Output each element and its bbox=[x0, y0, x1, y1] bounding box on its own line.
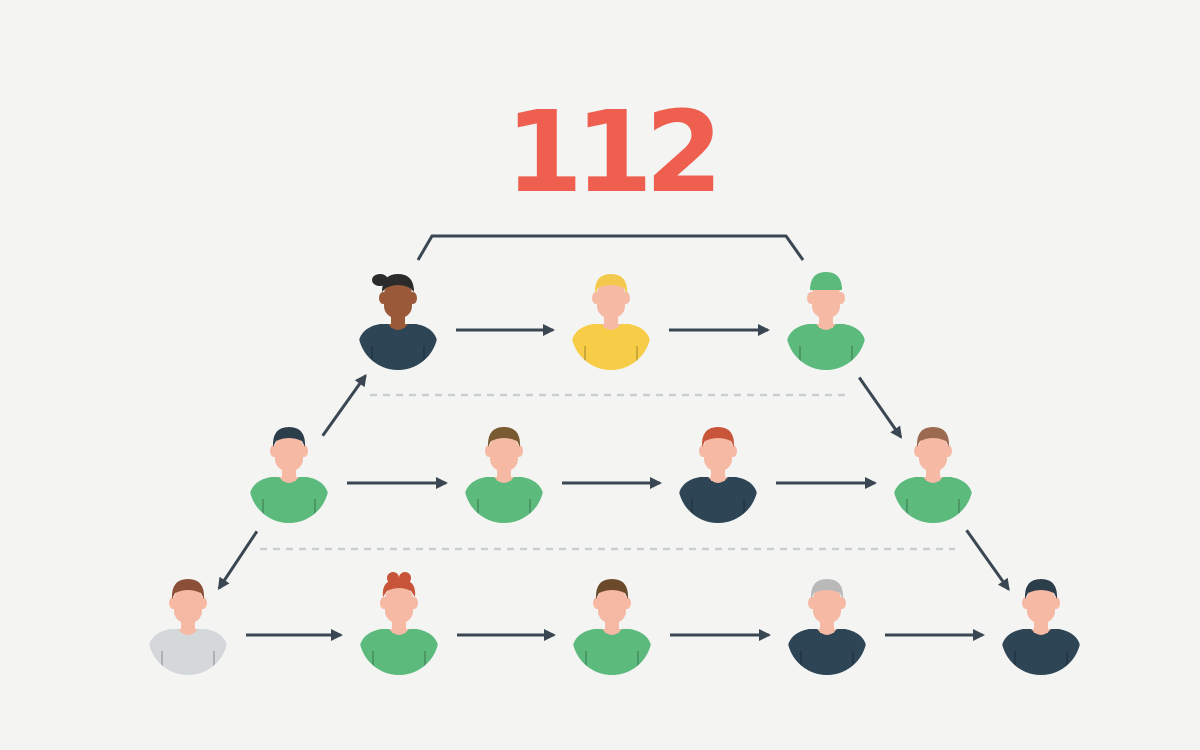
person-avatar-p10 bbox=[572, 579, 652, 675]
shirt-icon bbox=[358, 324, 438, 370]
shirt-icon bbox=[787, 629, 867, 675]
hair-icon bbox=[810, 579, 844, 599]
shirt-icon bbox=[571, 324, 651, 370]
hair-icon bbox=[916, 427, 950, 447]
top-bracket bbox=[416, 234, 805, 261]
head-icon bbox=[385, 587, 413, 623]
head-icon bbox=[490, 435, 518, 471]
flow-arrow-p3-to-p7 bbox=[858, 376, 903, 439]
head-icon bbox=[384, 282, 412, 318]
shirt-icon bbox=[786, 324, 866, 370]
people-layer bbox=[148, 272, 1081, 675]
shirt-icon bbox=[1001, 629, 1081, 675]
flow-arrow-p4-to-p1 bbox=[321, 373, 367, 437]
hair-icon bbox=[594, 274, 628, 294]
arrows-layer bbox=[217, 324, 1010, 641]
head-icon bbox=[597, 282, 625, 318]
person-avatar-p12 bbox=[1001, 579, 1081, 675]
person-avatar-p9 bbox=[359, 572, 439, 675]
person-avatar-p1 bbox=[358, 274, 438, 370]
flow-arrow-p7-to-p12 bbox=[965, 529, 1010, 591]
hair-icon bbox=[1024, 579, 1058, 599]
cap-icon bbox=[810, 272, 842, 290]
head-icon bbox=[1027, 587, 1055, 623]
flow-arrow-p4-to-p8 bbox=[217, 530, 259, 591]
head-icon bbox=[704, 435, 732, 471]
shirt-icon bbox=[893, 477, 973, 523]
person-avatar-p8 bbox=[148, 579, 228, 675]
person-avatar-p2 bbox=[571, 274, 651, 370]
person-avatar-p7 bbox=[893, 427, 973, 523]
shirt-icon bbox=[249, 477, 329, 523]
shirt-icon bbox=[464, 477, 544, 523]
person-avatar-p6 bbox=[678, 427, 758, 523]
shirt-icon bbox=[678, 477, 758, 523]
person-avatar-p4 bbox=[249, 427, 329, 523]
person-avatar-p11 bbox=[787, 579, 867, 675]
hair-icon bbox=[171, 579, 205, 599]
head-icon bbox=[919, 435, 947, 471]
hair-icon bbox=[272, 427, 306, 447]
head-icon bbox=[813, 587, 841, 623]
shirt-icon bbox=[572, 629, 652, 675]
person-avatar-p3 bbox=[786, 272, 866, 370]
person-avatar-p5 bbox=[464, 427, 544, 523]
head-icon bbox=[812, 282, 840, 318]
hair-icon bbox=[595, 579, 629, 599]
total-count: 112 bbox=[505, 88, 723, 218]
hair-icon bbox=[487, 427, 521, 447]
head-icon bbox=[174, 587, 202, 623]
head-icon bbox=[598, 587, 626, 623]
hair-icon bbox=[382, 274, 414, 292]
head-icon bbox=[275, 435, 303, 471]
shirt-icon bbox=[148, 629, 228, 675]
shirt-icon bbox=[359, 629, 439, 675]
hair-icon bbox=[701, 427, 735, 447]
